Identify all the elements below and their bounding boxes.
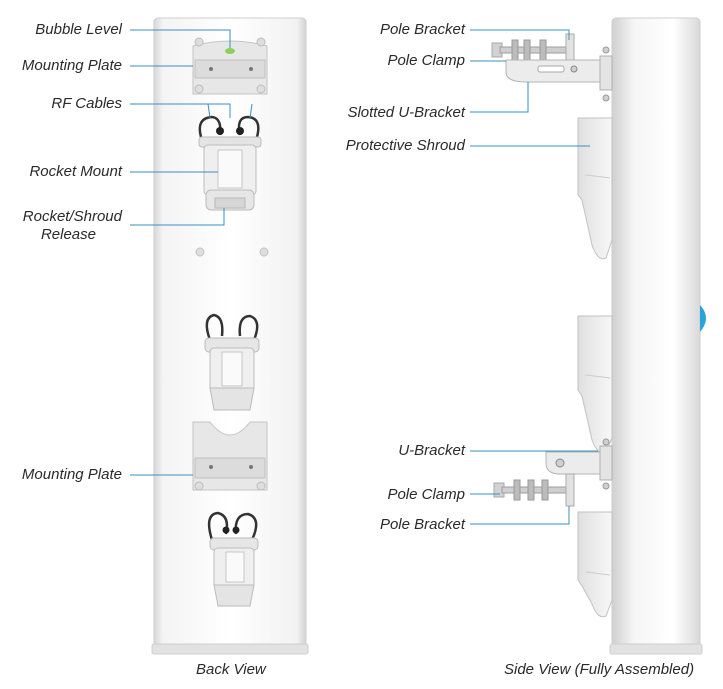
label-mounting-plate-top: Mounting Plate [21, 57, 122, 74]
back-view-leader-lines [130, 29, 253, 476]
bottom-mounting-plate [192, 421, 268, 491]
label-release-line-1: Rocket/Shroud [22, 208, 122, 225]
side-view-leader-lines [470, 29, 598, 525]
rocket-mount-2 [204, 313, 260, 411]
protective-shroud-2 [577, 315, 613, 454]
caption-back-view: Back View [196, 661, 266, 678]
top-mounting-plate [192, 37, 268, 95]
protective-shroud-3 [577, 511, 613, 618]
label-mounting-plate-bottom: Mounting Plate [21, 466, 122, 483]
label-pole-bracket-top: Pole Bracket [379, 21, 465, 38]
side-view-antenna [491, 17, 706, 655]
label-u-bracket: U-Bracket [398, 442, 465, 459]
label-release-line-2: Release [40, 226, 96, 243]
rocket-mount-1 [198, 115, 262, 211]
label-rocket-mount: Rocket Mount [29, 163, 122, 180]
top-bracket-assembly [491, 33, 613, 102]
label-pole-clamp-top: Pole Clamp [387, 52, 465, 69]
caption-side-view: Side View (Fully Assembled) [504, 661, 695, 678]
label-bubble-level: Bubble Level [35, 21, 122, 38]
back-view-antenna [151, 17, 309, 655]
label-pole-bracket-bottom: Pole Bracket [379, 516, 465, 533]
label-rf-cables: RF Cables [51, 95, 122, 112]
rocket-mount-3 [207, 511, 259, 607]
label-pole-clamp-bottom: Pole Clamp [387, 486, 465, 503]
accent-indicator-icon [700, 305, 706, 332]
label-slotted-u-bracket: Slotted U-Bracket [347, 104, 465, 121]
bubble-level-icon [225, 48, 235, 54]
protective-shroud-1 [577, 117, 613, 260]
label-protective-shroud: Protective Shroud [345, 137, 465, 154]
bottom-bracket-assembly [493, 438, 613, 507]
